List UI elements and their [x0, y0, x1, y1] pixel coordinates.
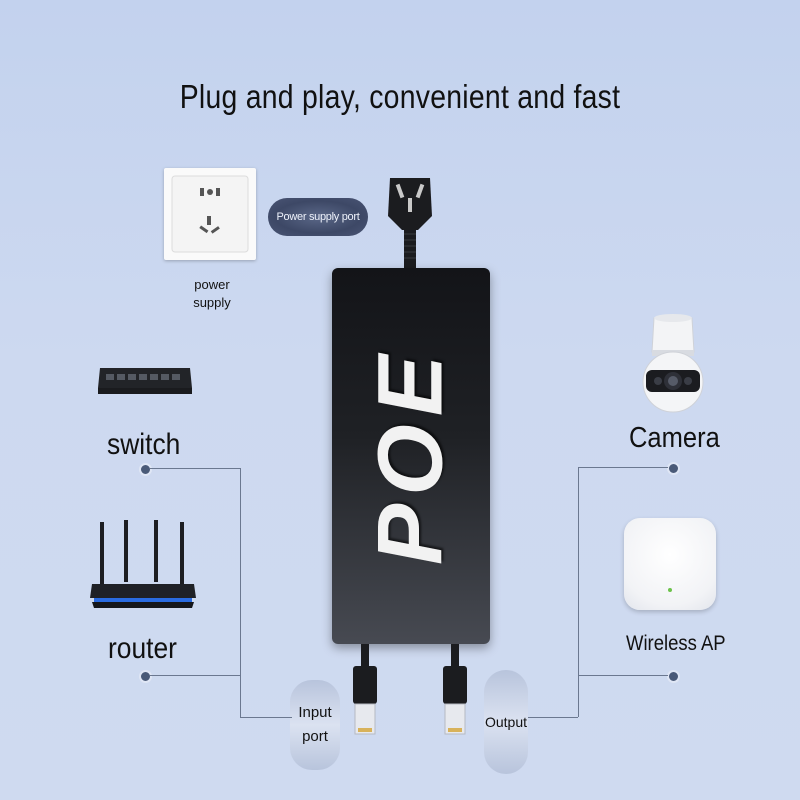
- wireless-ap-label: Wireless AP: [626, 632, 726, 655]
- left-connector-line-v: [240, 468, 241, 717]
- input-port-label: Input port: [290, 680, 340, 770]
- network-switch-image: [96, 362, 194, 396]
- output-port-label-text: Output: [484, 714, 528, 730]
- power-plug-image: [380, 170, 440, 270]
- poe-brand-label: POE: [359, 346, 462, 566]
- power-supply-label-line1: power: [194, 277, 230, 292]
- output-ethernet-cable: [438, 644, 472, 740]
- camera-connector-dot: [667, 462, 680, 475]
- left-connector-line-bottom: [240, 717, 292, 718]
- router-connector-line-h: [150, 675, 240, 676]
- input-ethernet-cable: [348, 644, 382, 740]
- router-connector-dot: [139, 670, 152, 683]
- input-port-label-line2: port: [302, 728, 328, 745]
- camera-label: Camera: [629, 422, 720, 454]
- right-connector-line-bottom: [528, 717, 578, 718]
- switch-label: switch: [107, 428, 181, 461]
- input-port-label-line1: Input: [298, 704, 332, 721]
- power-supply-port-badge: Power supply port: [268, 198, 368, 236]
- wall-socket-image: [164, 168, 256, 260]
- switch-connector-dot: [139, 463, 152, 476]
- router-image: [88, 518, 198, 610]
- ap-connector-line-h: [578, 675, 668, 676]
- power-supply-label: power supply: [180, 276, 244, 312]
- power-supply-label-line2: supply: [193, 295, 231, 310]
- wireless-ap-status-led: [668, 588, 672, 592]
- security-camera-image: [636, 312, 710, 416]
- page-title: Plug and play, convenient and fast: [179, 78, 621, 115]
- poe-injector-device: POE: [332, 268, 490, 644]
- camera-connector-line-h: [578, 467, 668, 468]
- wireless-ap-connector-dot: [667, 670, 680, 683]
- switch-connector-line-h: [150, 468, 240, 469]
- output-port-label: Output: [484, 670, 528, 774]
- router-label: router: [108, 632, 177, 665]
- right-connector-line-v: [578, 467, 579, 717]
- wireless-ap-image: [624, 518, 716, 610]
